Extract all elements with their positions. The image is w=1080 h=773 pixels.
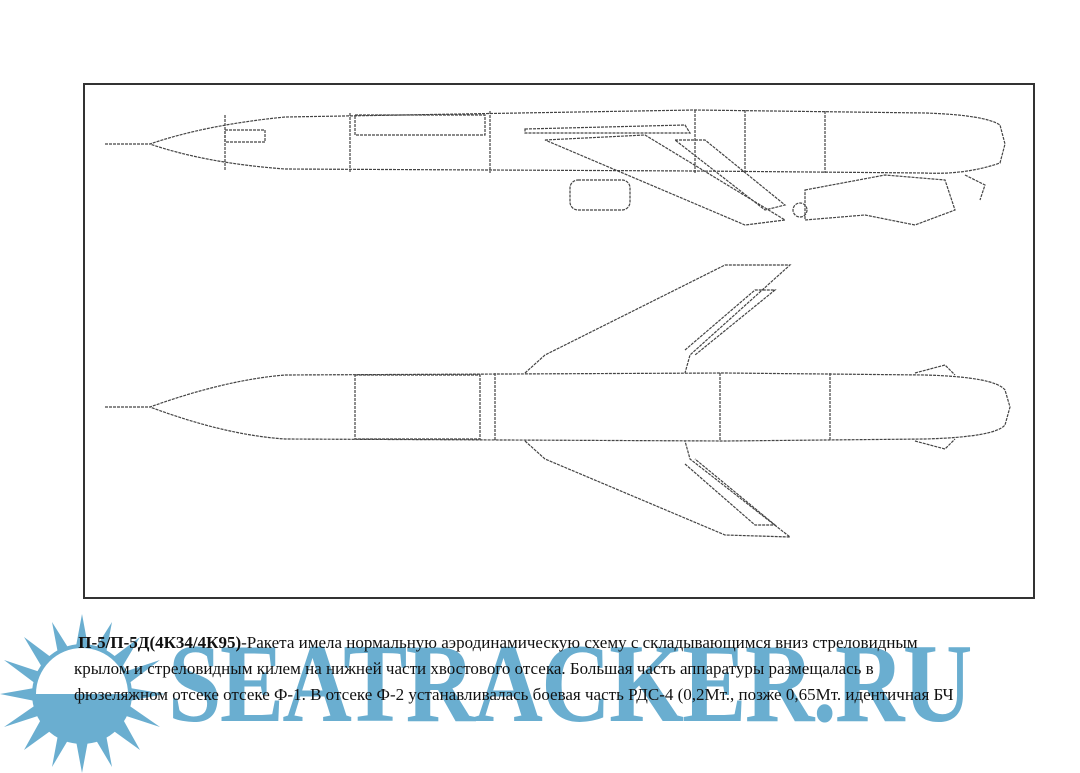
caption-line-1: П-5/П-5Д(4К34/4К95)-Ракета имела нормаль…	[74, 630, 1064, 656]
sunburst-logo-icon	[0, 614, 165, 773]
missile-schematic	[105, 109, 1011, 538]
caption-title: П-5/П-5Д(4К34/4К95)	[78, 633, 242, 652]
top-view	[105, 264, 1011, 538]
missile-drawing-figure	[83, 83, 1035, 599]
caption-line-2: крылом и стреловидным килем на нижней ча…	[74, 659, 874, 678]
caption-text: П-5/П-5Д(4К34/4К95)-Ракета имела нормаль…	[74, 630, 1064, 708]
caption-line-3: фюзеляжном отсеке отсеке Ф-1. В отсеке Ф…	[74, 685, 954, 704]
side-view	[105, 109, 1006, 226]
watermark-text: SEATRACKER.RU	[168, 622, 972, 746]
caption-line-1-text: -Ракета имела нормальную аэродинамическу…	[241, 633, 918, 652]
